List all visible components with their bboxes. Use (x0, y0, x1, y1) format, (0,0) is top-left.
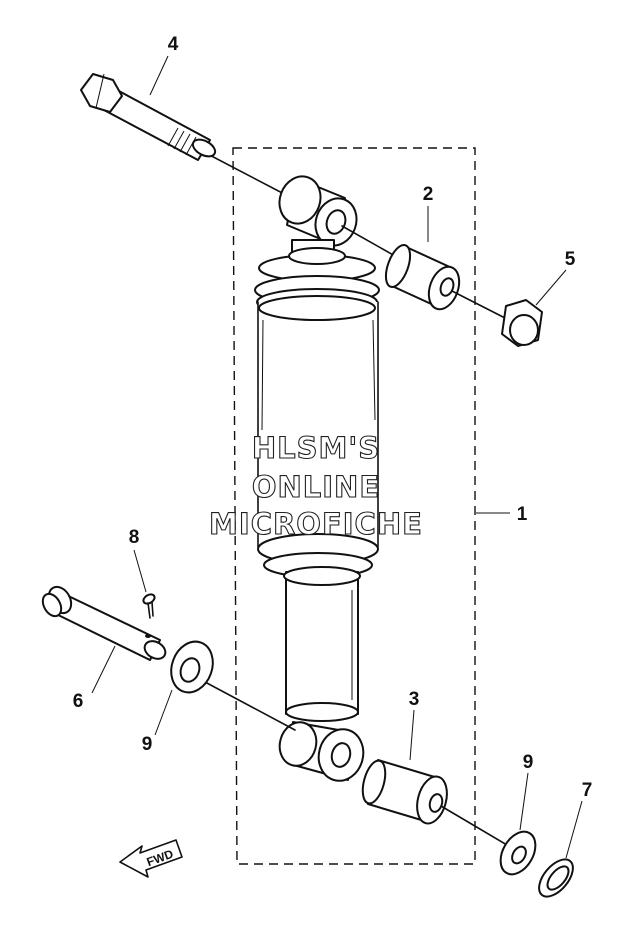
callout-7: 7 (582, 780, 593, 801)
callout-5: 5 (565, 249, 576, 270)
part-cotter-pin (142, 593, 156, 619)
watermark-line-1: HLSM'S (252, 431, 380, 465)
part-bushing-lower (361, 759, 513, 849)
leader-lines (91, 55, 583, 859)
callout-4: 4 (168, 34, 179, 55)
callout-3: 3 (409, 689, 420, 710)
watermark-line-2: ONLINE (252, 470, 380, 504)
shock-lower-eye (278, 721, 365, 782)
callout-6: 6 (73, 691, 84, 712)
callout-9-left: 9 (142, 734, 153, 755)
part-bolt-top (80, 73, 289, 197)
part-washer-right (499, 830, 537, 876)
part-pin (41, 585, 296, 731)
callout-9-right: 9 (523, 752, 534, 773)
part-nut (501, 299, 543, 347)
callout-1: 1 (517, 504, 528, 525)
shock-upper-eye (278, 175, 449, 287)
shock-body (254, 239, 380, 722)
watermark-line-3: MICROFICHE (209, 507, 423, 541)
watermark: HLSM'S ONLINE MICROFICHE (209, 430, 423, 541)
part-washer-left (170, 640, 214, 694)
forward-arrow-icon: FWD (119, 839, 183, 878)
callout-2: 2 (423, 184, 434, 205)
callout-8: 8 (129, 527, 140, 548)
part-bushing-upper (384, 244, 506, 319)
part-washer-7 (538, 858, 574, 898)
